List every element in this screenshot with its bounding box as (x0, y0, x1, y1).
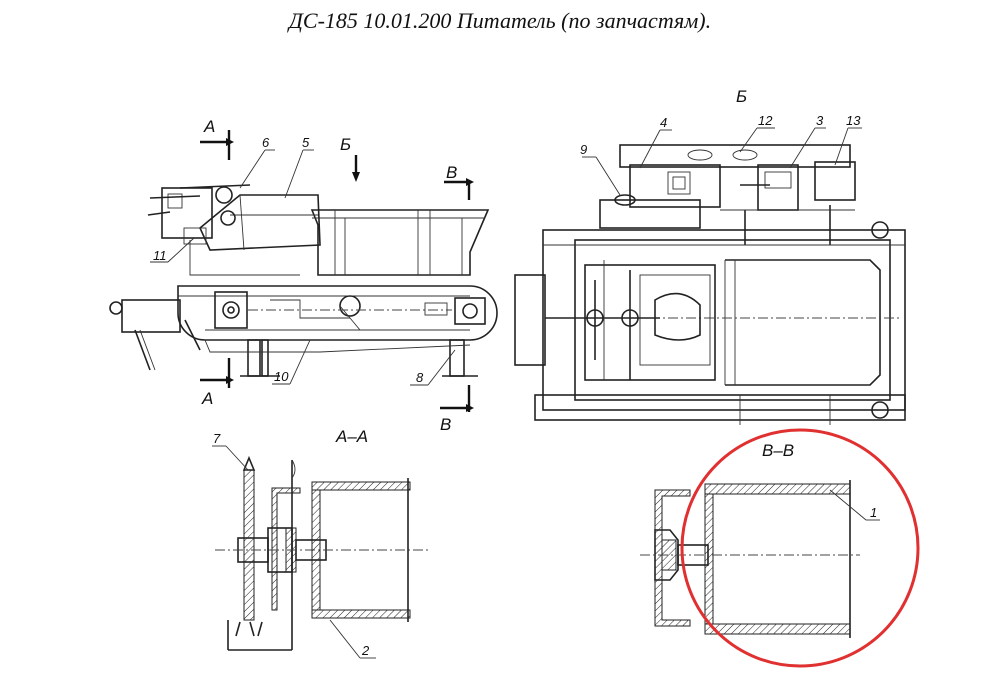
callout-8: 8 (416, 370, 424, 385)
callout-4: 4 (660, 115, 667, 130)
callout-7: 7 (213, 431, 221, 446)
section-v-v: В–В 1 (640, 441, 880, 638)
callout-10: 10 (274, 369, 289, 384)
section-letter-a-top: А (203, 117, 215, 136)
callout-2: 2 (361, 643, 370, 658)
view-mark-b: Б (340, 135, 360, 182)
section-a-a: А–А 7 2 (212, 427, 430, 659)
section-letter-v-top: В (446, 163, 457, 182)
top-view-callouts: 4 12 3 13 9 (580, 113, 862, 196)
drawing-title: ДС-185 10.01.200 Питатель (по запчастям)… (288, 8, 712, 33)
section-a-a-label: А–А (335, 427, 368, 446)
callout-1: 1 (870, 505, 877, 520)
view-letter-b: Б (736, 87, 747, 106)
callout-6: 6 (262, 135, 270, 150)
callout-5: 5 (302, 135, 310, 150)
section-mark-a: А А (200, 117, 234, 408)
callout-3: 3 (816, 113, 824, 128)
callout-13: 13 (846, 113, 861, 128)
side-view (109, 184, 498, 377)
highlight-circle (680, 428, 920, 668)
view-letter-b-arrow: Б (340, 135, 351, 154)
section-mark-v: В В (440, 163, 474, 434)
callout-9: 9 (580, 142, 587, 157)
top-view: Б (514, 87, 906, 425)
callout-12: 12 (758, 113, 773, 128)
section-letter-a-bottom: А (201, 389, 213, 408)
section-v-v-label: В–В (762, 441, 794, 460)
side-view-callouts: 6 5 11 10 8 (150, 135, 456, 386)
section-letter-v-bottom: В (440, 415, 451, 434)
callout-11: 11 (153, 248, 167, 263)
